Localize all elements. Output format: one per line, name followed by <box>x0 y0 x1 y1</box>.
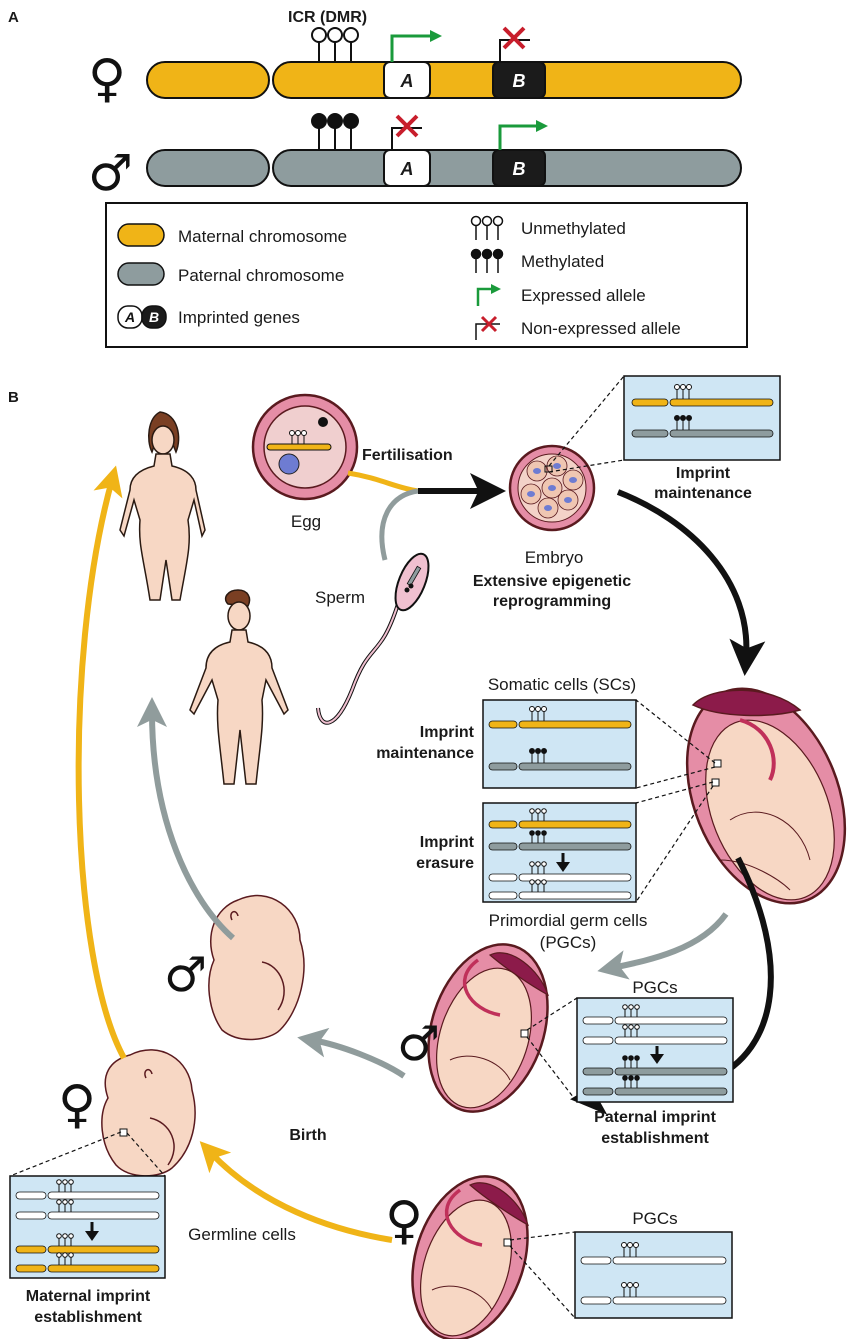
expressed-arrow-icon <box>498 120 548 150</box>
male-baby-symbol: ♂ <box>164 947 207 1003</box>
legend-paternal: Paternal chromosome <box>178 266 344 285</box>
maternal-establishment-box <box>9 1175 166 1279</box>
gene-a-paternal <box>383 149 431 187</box>
male-germline-arrow <box>597 912 729 980</box>
fetus-female <box>411 1175 530 1339</box>
maternal-est-line1: Maternal imprint <box>26 1288 151 1305</box>
unmethylated-icon <box>470 215 504 240</box>
pgcs-female-label: PGCs <box>632 1209 677 1228</box>
panel-b-label: B <box>8 389 19 406</box>
male-baby <box>208 894 305 1041</box>
female-symbol: ♀ <box>88 49 126 109</box>
imprint-erasure-line2: erasure <box>416 855 474 872</box>
methylated-icon <box>470 248 504 273</box>
female-baby <box>101 1049 196 1177</box>
imprint-maintenance-line2: maintenance <box>376 745 474 762</box>
fetus-male <box>427 943 550 1113</box>
imprint-maintenance-top-box <box>623 375 781 461</box>
legend-imprinted: Imprinted genes <box>178 308 300 327</box>
legend-unmethylated: Unmethylated <box>521 219 626 238</box>
imprint-erasure-box <box>482 802 637 903</box>
egg-cell <box>251 393 359 501</box>
expressed-arrow-icon <box>390 30 442 62</box>
non-expressed-cross-icon <box>499 26 530 62</box>
paternal-est-line2: establishment <box>601 1130 709 1147</box>
maternal-swatch <box>117 223 165 247</box>
imprint-maintenance-top-line1: Imprint <box>676 465 731 482</box>
paternal-chromosome <box>146 149 742 187</box>
fertilisation-label: Fertilisation <box>362 447 453 464</box>
paternal-establishment-box <box>576 997 734 1103</box>
imprint-erasure-line1: Imprint <box>420 834 475 851</box>
icr-label: ICR (DMR) <box>288 9 367 26</box>
somatic-cells-box <box>482 699 637 789</box>
maternal-est-line2: establishment <box>34 1309 142 1326</box>
germline-label: Germline cells <box>188 1225 296 1244</box>
imprint-maintenance-line1: Imprint <box>420 724 475 741</box>
non-expressed-legend-icon <box>475 315 500 340</box>
male-growth-arrow <box>137 697 235 941</box>
gene-a-maternal <box>383 61 431 99</box>
pgc-label-line1: Primordial germ cells <box>489 911 648 930</box>
maternal-chromosome <box>146 61 742 99</box>
adult-female-figure <box>119 411 206 601</box>
female-growth-arrow <box>75 465 127 1060</box>
unmethylated-lollipops-maternal <box>311 27 359 62</box>
non-expressed-cross-icon <box>391 114 422 150</box>
paternal-swatch <box>117 262 165 286</box>
svg-text:B: B <box>149 309 159 325</box>
paternal-est-line1: Paternal imprint <box>594 1109 716 1126</box>
legend-non-expressed: Non-expressed allele <box>521 319 681 338</box>
gene-b-paternal-label: B <box>513 159 526 179</box>
female-birth-arrow <box>199 1141 393 1243</box>
egg-label: Egg <box>291 512 321 531</box>
legend-expressed: Expressed allele <box>521 286 646 305</box>
pgc-label-line2: (PGCs) <box>540 933 597 952</box>
sperm-label: Sperm <box>315 588 365 607</box>
adult-male-figure <box>189 589 289 785</box>
female-baby-symbol: ♀ <box>58 1075 96 1135</box>
gene-b-maternal-label: B <box>513 71 526 91</box>
male-birth-arrow <box>297 1027 406 1079</box>
legend-box <box>105 202 748 348</box>
svg-text:A: A <box>124 309 135 325</box>
somatic-cells-label: Somatic cells (SCs) <box>488 675 636 694</box>
gene-b-maternal <box>492 61 546 99</box>
methylated-lollipops-paternal <box>311 113 359 150</box>
paternal-gamete-path <box>379 488 419 561</box>
fetus-right <box>685 687 847 905</box>
imprinted-genes-icon: A B <box>117 305 167 329</box>
legend-maternal: Maternal chromosome <box>178 227 347 246</box>
reprogramming-line1: Extensive epigenetic <box>473 573 631 590</box>
gene-a-maternal-label: A <box>400 71 414 91</box>
embryo-label: Embryo <box>525 548 584 567</box>
pgcs-male-label: PGCs <box>632 978 677 997</box>
expressed-legend-icon <box>476 284 501 306</box>
male-fetus-symbol: ♂ <box>397 1016 440 1072</box>
embryo-blastocyst <box>508 444 596 532</box>
legend-methylated: Methylated <box>521 252 604 271</box>
female-pgcs-box <box>574 1231 733 1319</box>
sperm-cell <box>316 552 430 725</box>
imprint-maintenance-top-line2: maintenance <box>654 485 752 502</box>
maternal-gamete-path <box>347 470 419 494</box>
development-arrow <box>616 489 766 676</box>
reprogramming-line2: reprogramming <box>493 593 611 610</box>
gene-b-paternal <box>492 149 546 187</box>
male-symbol: ♂ <box>88 144 133 202</box>
birth-label: Birth <box>289 1127 326 1144</box>
panel-a-label: A <box>8 9 19 26</box>
gene-a-paternal-label: A <box>400 159 414 179</box>
